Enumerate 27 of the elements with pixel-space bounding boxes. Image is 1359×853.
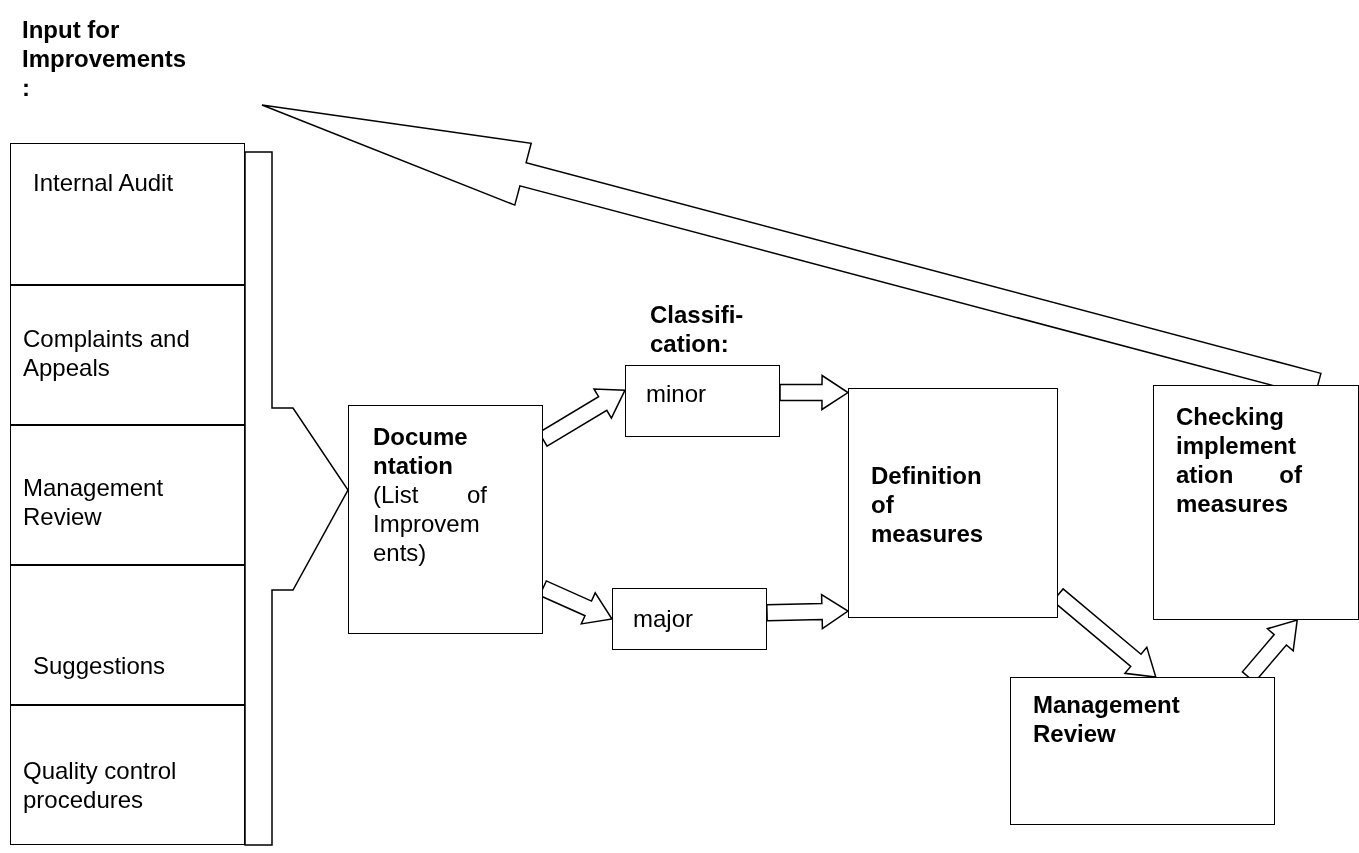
process-box xyxy=(10,565,245,705)
box-label: Documentation xyxy=(373,422,469,480)
box-label: Management Review xyxy=(23,473,165,531)
box-label: Management Review xyxy=(1033,690,1181,748)
block-arrow xyxy=(766,593,850,630)
process-box xyxy=(612,588,767,650)
process-box xyxy=(625,365,780,437)
merge-arrow xyxy=(244,151,349,846)
heading-text: Classifi- cation: xyxy=(650,300,745,358)
box-label: minor xyxy=(646,379,707,408)
box-label: Checking implementation of measures xyxy=(1176,402,1302,518)
block-arrow xyxy=(779,374,850,411)
process-box xyxy=(10,285,245,425)
box-label: Definition of measures xyxy=(871,461,985,548)
box-label: major xyxy=(633,604,694,633)
box-description: (List of Improvements) xyxy=(373,480,487,567)
process-box xyxy=(348,405,543,634)
box-label: Suggestions xyxy=(33,651,167,680)
box-label: Quality control procedures xyxy=(23,756,178,814)
process-box xyxy=(848,388,1058,618)
process-box xyxy=(10,705,245,845)
box-label: Complaints and Appeals xyxy=(23,324,191,382)
process-box xyxy=(1010,677,1275,825)
process-box xyxy=(10,425,245,565)
process-box xyxy=(10,143,245,285)
box-label: Internal Audit xyxy=(33,168,175,197)
process-box xyxy=(1153,385,1359,620)
